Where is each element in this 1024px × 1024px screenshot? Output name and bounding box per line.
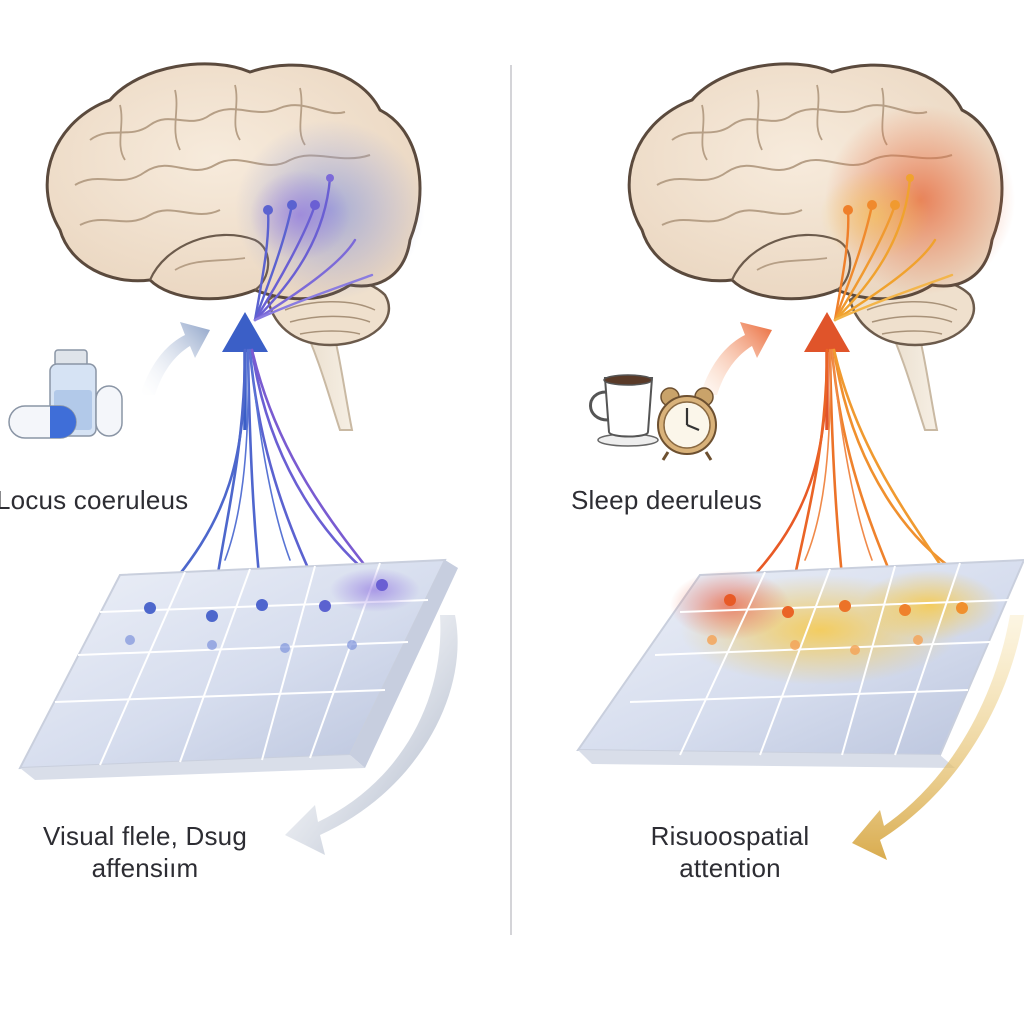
coffee-cup-icon (589, 374, 659, 447)
incoming-arrow-left (140, 322, 210, 395)
brain-right (627, 62, 1015, 301)
brain-fibers-right (833, 174, 954, 322)
sleep-deeruleus-label: Sleep deeruleus (571, 485, 762, 515)
visual-field-drug-label-line2: affensiım (91, 853, 199, 883)
brain-fibers-left (253, 174, 374, 322)
visual-field-grid-left (18, 558, 458, 780)
attention-grid-right (576, 558, 1024, 768)
visuospatial-attention-label-line2: attention (679, 853, 781, 883)
visual-field-drug-label: Visual flele, Dsug affensiım (30, 820, 260, 884)
visuospatial-attention-label-line1: Risuoospatial (650, 821, 810, 851)
visuospatial-attention-label: Risuoospatial attention (610, 820, 850, 884)
brain-left (45, 62, 425, 301)
visual-field-drug-label-line1: Visual flele, Dsug (42, 821, 247, 851)
right-panel (576, 62, 1024, 860)
feedback-arrow-left (285, 615, 458, 855)
feedback-arrow-right (852, 615, 1024, 860)
locus-coeruleus-label: Locus coeruleus (0, 485, 189, 515)
alarm-clock-icon (657, 387, 717, 461)
left-panel (8, 62, 458, 855)
capsule-icon (8, 385, 123, 439)
incoming-arrow-right (700, 322, 772, 395)
